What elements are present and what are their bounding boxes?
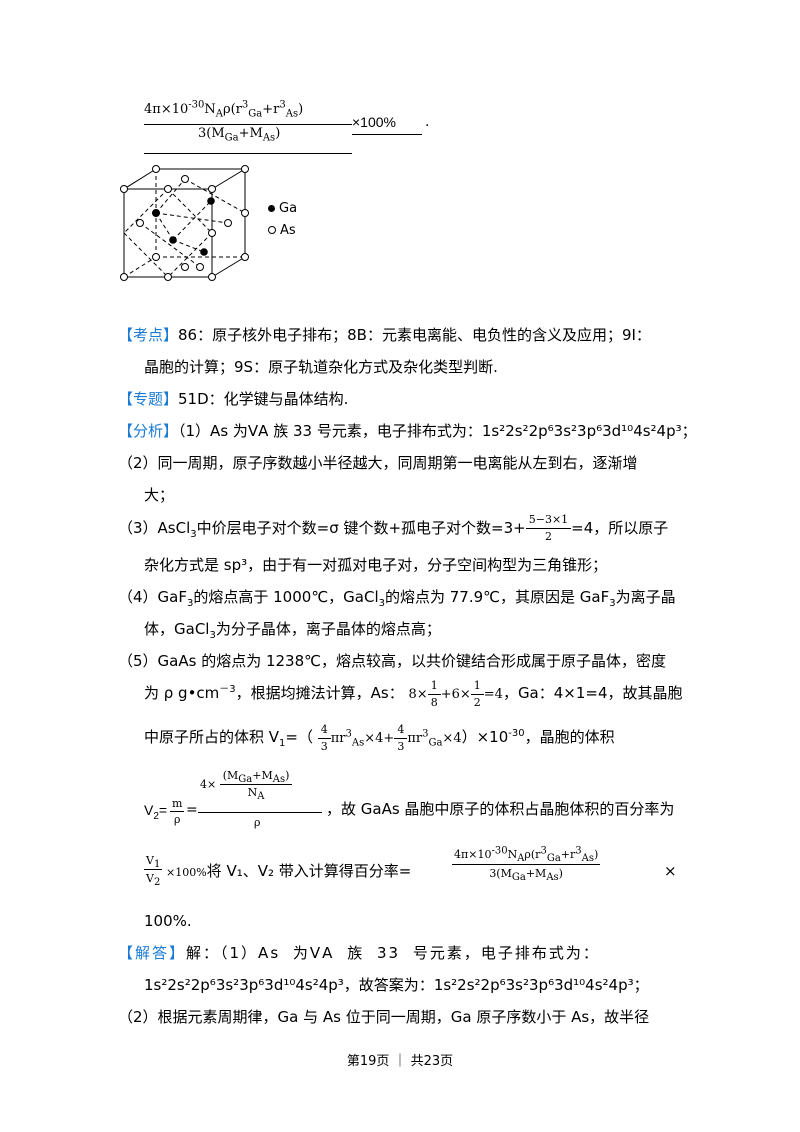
jieda-line1: 【解答】解：（1）As 为ⅤA 族 33 号元素，电子排布式为： <box>118 944 600 962</box>
page-footer: 第19页 ｜ 共23页 <box>346 1054 454 1069</box>
fenxi-p1: 【分析】（1）As 为ⅤA 族 33 号元素，电子排布式为：1s²2s²2p⁶3… <box>118 422 697 440</box>
v2-inner-frac: 4× (MGa+MAs)NA <box>200 768 293 802</box>
legend: Ga As <box>268 198 297 242</box>
v2-eq2: = <box>186 802 198 818</box>
top-period: . <box>425 114 430 130</box>
kaodian-line2: 晶胞的计算；9S：原子轨道杂化方式及杂化类型判断. <box>144 358 498 376</box>
top-percent-underline <box>352 134 422 135</box>
v2-m-over-rho: m ρ <box>170 797 185 826</box>
jieda-line3: （2）根据元素周期律，Ga 与 As 位于同一周期，Ga 原子序数小于 As，故… <box>118 1008 650 1026</box>
v2-expression: V2= m ρ = 4× (MGa+MAs)NA ρ ，故 GaAs 晶胞中原子… <box>144 766 704 838</box>
as-atoms <box>120 165 249 281</box>
jieda-tag: 【解答】 <box>118 944 187 962</box>
cube-hidden-edges <box>123 169 246 278</box>
v2-big-fraction-bar <box>198 812 322 813</box>
v2-tail: ，故 GaAs 晶胞中原子的体积占晶胞体积的百分率为 <box>326 800 675 818</box>
crystal-cell-diagram <box>120 165 249 281</box>
legend-as: As <box>268 220 297 242</box>
result-text: ×100%将 V₁、V₂ 带入计算得百分率= <box>166 862 412 880</box>
result-times: × <box>664 862 677 880</box>
filled-circle-icon <box>268 205 275 212</box>
fenxi-p2-line1: （2）同一周期，原子序数越小半径越大，同周期第一电离能从左到右，逐渐增 <box>118 454 638 472</box>
v1-over-v2: V1 V2 <box>144 854 163 889</box>
result-last: 100%. <box>144 912 192 930</box>
top-fraction-bar <box>144 124 352 125</box>
fenxi-tag: 【分析】 <box>118 422 179 440</box>
legend-ga: Ga <box>268 198 297 220</box>
ga-atoms <box>152 197 215 256</box>
v2-big-den: ρ <box>254 816 261 829</box>
top-answer-underline <box>144 153 352 154</box>
open-circle-icon <box>268 226 276 234</box>
kaodian-line1: 【考点】86：原子核外电子排布；8B：元素电离能、电负性的含义及应用；9I： <box>118 326 651 344</box>
fenxi-p3-line2: 杂化方式是 sp³，由于有一对孤对电子对，分子空间构型为三角锥形； <box>144 556 608 574</box>
v2-inner-fraction: (MGa+MAs)NA <box>219 768 293 802</box>
zhuanti-tag: 【专题】 <box>118 390 179 408</box>
fenxi-p2-line2: 大； <box>144 486 175 504</box>
kaodian-tag: 【考点】 <box>118 326 179 344</box>
result-line: V1 V2 ×100%将 V₁、V₂ 带入计算得百分率= 4π×10-30NAρ… <box>144 846 684 896</box>
v2-label: V2= <box>144 802 168 822</box>
fenxi-p5-line1: （5）GaAs 的熔点为 1238℃，熔点较高，以共价键结合形成属于原子晶体，密… <box>118 652 666 670</box>
fenxi-p4-line1: （4）GaF3的熔点高于 1000℃，GaCl3的熔点为 77.9℃，其原因是 … <box>118 588 676 609</box>
top-fraction-denominator: 3(MGa+MAs) <box>198 126 281 144</box>
result-fraction: 4π×10-30NAρ(r3Ga+r3As) 3(MGa+MAs) <box>452 845 601 884</box>
fenxi-p4-line2: 体，GaCl3为分子晶体，离子晶体的熔点高； <box>144 620 441 641</box>
jieda-line2: 1s²2s²2p⁶3s²3p⁶3d¹⁰4s²4p³，故答案为：1s²2s²2p⁶… <box>144 976 649 994</box>
top-fraction-numerator: 4π×10-30NAρ(r3Ga+r3As) <box>144 99 304 120</box>
top-fraction: 4π×10-30NAρ(r3Ga+r3As) 3(MGa+MAs) ×100% … <box>140 96 440 156</box>
top-percent: ×100% <box>352 114 396 130</box>
zhuanti: 【专题】51D：化学键与晶体结构. <box>118 390 349 408</box>
